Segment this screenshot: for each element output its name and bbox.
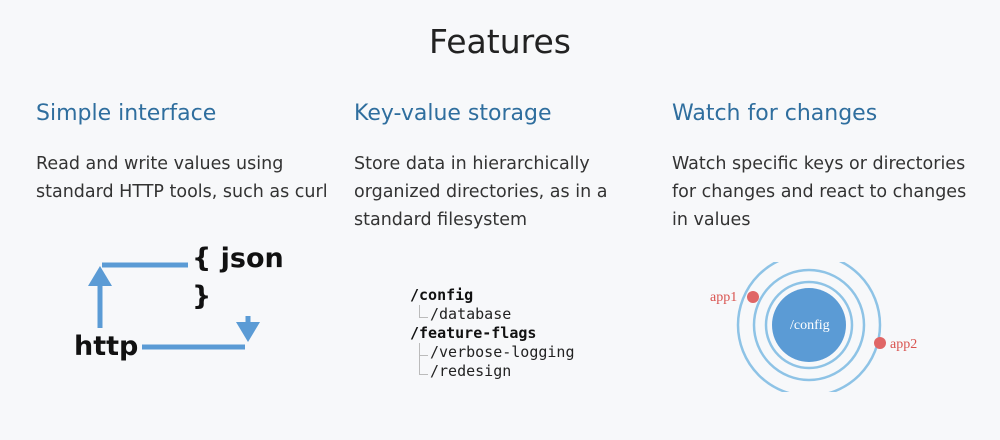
tree-item-verbose-logging: /verbose-logging bbox=[410, 343, 630, 362]
feature-simple-interface: Simple interface Read and write values u… bbox=[36, 98, 336, 206]
middle-ring bbox=[752, 268, 866, 382]
feature-description: Store data in hierarchically organized d… bbox=[354, 154, 608, 230]
tree-branch-icon bbox=[419, 343, 428, 356]
tree-item-config: /config bbox=[410, 286, 474, 304]
tree-item-label: /redesign bbox=[430, 362, 512, 380]
feature-title: Watch for changes bbox=[672, 101, 878, 126]
feature-description: Read and write values using standard HTT… bbox=[36, 154, 328, 202]
tree-item-database: /database bbox=[410, 305, 630, 324]
tree-item-label: /verbose-logging bbox=[430, 343, 575, 361]
watcher-dot-app1 bbox=[747, 291, 759, 303]
http-label: http bbox=[70, 328, 143, 366]
feature-title: Simple interface bbox=[36, 101, 217, 126]
feature-title: Key-value storage bbox=[354, 101, 552, 126]
http-json-illustration: { json } http bbox=[60, 232, 300, 382]
up-arrow-icon bbox=[88, 266, 112, 286]
directory-tree: /config /database /feature-flags /verbos… bbox=[410, 286, 630, 396]
tree-branch-icon bbox=[419, 362, 428, 375]
watcher-label-app2: app2 bbox=[890, 337, 917, 352]
tree-branch-connector bbox=[419, 355, 420, 363]
feature-description: Watch specific keys or directories for c… bbox=[672, 154, 967, 230]
config-circle bbox=[772, 288, 846, 362]
tree-item-label: /database bbox=[430, 305, 512, 323]
watch-rings-diagram: /config app1 app2 bbox=[710, 262, 917, 392]
watcher-label-app1: app1 bbox=[710, 290, 737, 305]
tree-branch-icon bbox=[419, 305, 428, 318]
feature-watch-for-changes: Watch for changes Watch specific keys or… bbox=[672, 98, 972, 234]
page-title: Features bbox=[429, 22, 571, 61]
outer-ring bbox=[736, 262, 882, 392]
down-arrow-icon bbox=[236, 322, 260, 342]
watch-illustration: /config app1 app2 bbox=[700, 262, 940, 392]
json-label: { json } bbox=[188, 240, 300, 316]
center-label: /config bbox=[790, 318, 830, 333]
tree-item-redesign: /redesign bbox=[410, 355, 630, 381]
inner-ring bbox=[764, 280, 854, 370]
feature-key-value-storage: Key-value storage Store data in hierarch… bbox=[354, 98, 654, 234]
watcher-dot-app2 bbox=[874, 337, 886, 349]
tree-item-feature-flags: /feature-flags bbox=[410, 324, 537, 342]
